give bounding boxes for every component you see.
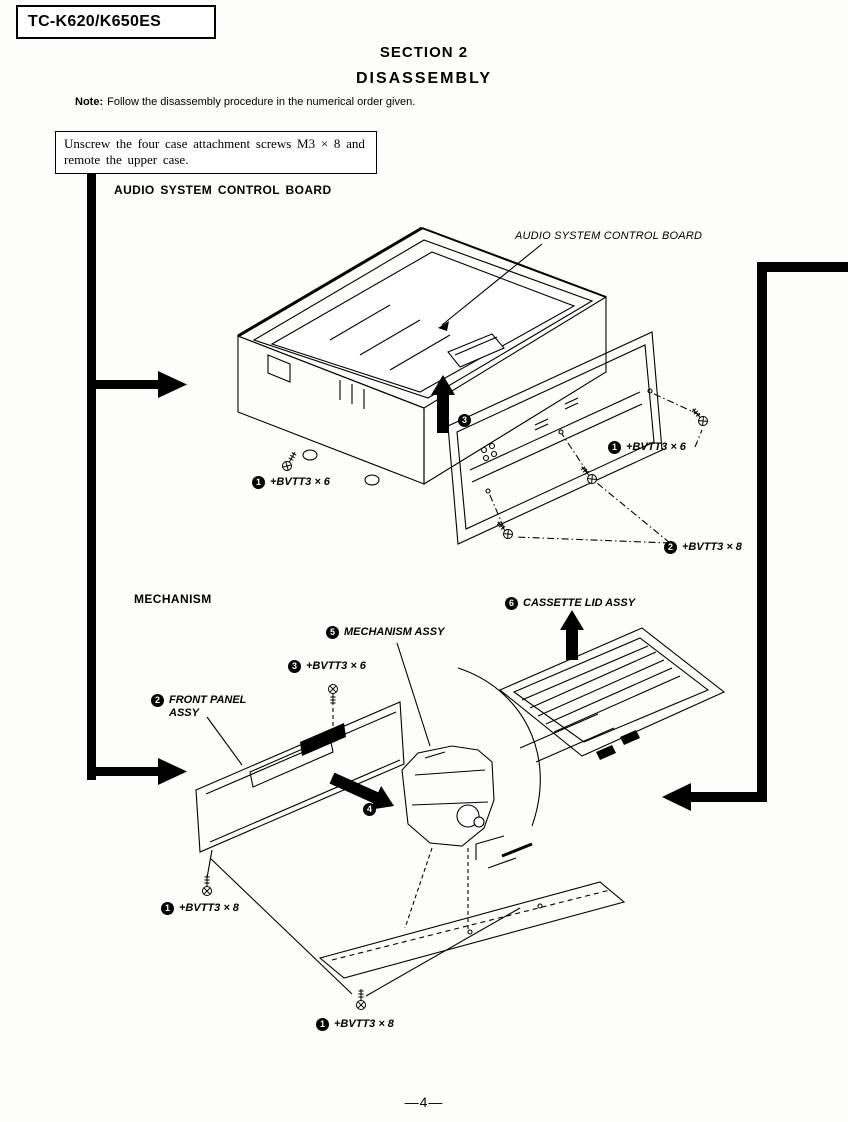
- callout-screw-bvtt3x6-mech: 3 +BVTT3 × 6: [288, 660, 366, 673]
- model-number: TC-K620/K650ES: [28, 13, 162, 30]
- screw-icon: [355, 988, 367, 1011]
- step-5-badge: 5: [326, 626, 339, 639]
- screw-icon: [493, 518, 515, 541]
- step-1-badge: 1: [161, 902, 174, 915]
- screw-spec: +BVTT3 × 6: [306, 660, 366, 672]
- screw-icon: [280, 449, 300, 473]
- screw-spec: +BVTT3 × 6: [270, 476, 330, 488]
- callout-front-panel-assy: 2 FRONT PANEL ASSY: [151, 694, 246, 720]
- screw-leader-lines: [488, 392, 703, 544]
- mechanism-diagram: [195, 610, 726, 1011]
- control-board-drawing: [270, 251, 576, 393]
- mechanism-leader: [396, 642, 431, 747]
- callout-screw-bvtt3x8-bottom: 1 +BVTT3 × 8: [316, 1018, 394, 1031]
- step-2-badge: 2: [151, 694, 164, 707]
- callout-screw-bvtt3x8: 2 +BVTT3 × 8: [664, 541, 742, 554]
- note-label: Note:: [75, 96, 104, 108]
- note-text: Follow the disassembly procedure in the …: [107, 96, 416, 108]
- left-screw-leader: [206, 849, 213, 879]
- page-number: —4—: [404, 1094, 444, 1110]
- step-4-marker: 4: [363, 803, 376, 816]
- flow-arrow-right: [662, 262, 848, 811]
- screw-spec: +BVTT3 × 8: [179, 902, 239, 914]
- part-name: MECHANISM ASSY: [344, 626, 445, 638]
- step-6-badge: 6: [505, 597, 518, 610]
- callout-screw-bvtt3x8-left: 1 +BVTT3 × 8: [161, 902, 239, 915]
- screw-icon: [688, 405, 710, 428]
- step-2-badge: 2: [664, 541, 677, 554]
- callout-mechanism-assy: 5 MECHANISM ASSY: [326, 626, 444, 639]
- bottom-plate-drawing: [318, 835, 626, 979]
- screw-icon: [577, 463, 599, 486]
- model-number-box: TC-K620/K650ES: [16, 5, 216, 39]
- front-panel-drawing: [447, 331, 663, 545]
- mechanism-assy-drawing: [401, 745, 495, 847]
- instruction-box: Unscrew the four case attachment screws …: [55, 131, 377, 174]
- screw-icon: [201, 874, 213, 897]
- instruction-line-1: Unscrew the four case attachment screws …: [64, 136, 365, 151]
- lift-arrow-step3: [431, 375, 455, 433]
- diagram2-heading: MECHANISM: [134, 592, 212, 606]
- lift-arrow-step6: [560, 610, 584, 660]
- cassette-lid-assy-drawing: [498, 627, 726, 763]
- section-subtitle: DISASSEMBLY: [355, 70, 493, 87]
- step-3-badge: 3: [288, 660, 301, 673]
- screw-icon: [327, 683, 339, 706]
- callout-cassette-lid-assy: 6 CASSETTE LID ASSY: [505, 597, 635, 610]
- section-title: SECTION 2: [379, 44, 469, 61]
- screw-spec: +BVTT3 × 8: [334, 1018, 394, 1030]
- note-line: Note:Follow the disassembly procedure in…: [75, 96, 415, 108]
- chassis-drawing: [236, 226, 608, 486]
- board-callout-leader: [438, 243, 543, 331]
- audio-board-diagram: [236, 226, 710, 545]
- screw-spec: +BVTT3 × 8: [682, 541, 742, 553]
- front-panel-leader: [206, 716, 243, 766]
- bottom-screw-leader: [365, 907, 521, 997]
- bottom-screw-leader: [209, 857, 353, 995]
- slide-arrow-step4: [329, 772, 394, 810]
- screw-spec: +BVTT3 × 6: [626, 441, 686, 453]
- callout-screw-bvtt3x6-right: 1 +BVTT3 × 6: [608, 441, 686, 454]
- step-1-badge: 1: [608, 441, 621, 454]
- step-1-badge: 1: [316, 1018, 329, 1031]
- step-3-marker: 3: [458, 414, 471, 427]
- front-panel-assy-drawing: [195, 701, 405, 853]
- part-name: FRONT PANEL ASSY: [169, 694, 247, 719]
- board-callout-label: AUDIO SYSTEM CONTROL BOARD: [515, 230, 703, 242]
- part-name: CASSETTE LID ASSY: [523, 597, 636, 609]
- step-1-badge: 1: [252, 476, 265, 489]
- callout-screw-bvtt3x6-left: 1 +BVTT3 × 6: [252, 476, 330, 489]
- diagram1-heading: AUDIO SYSTEM CONTROL BOARD: [114, 183, 332, 197]
- instruction-line-2: remote the upper case.: [64, 152, 189, 167]
- housing-curve: [457, 667, 541, 827]
